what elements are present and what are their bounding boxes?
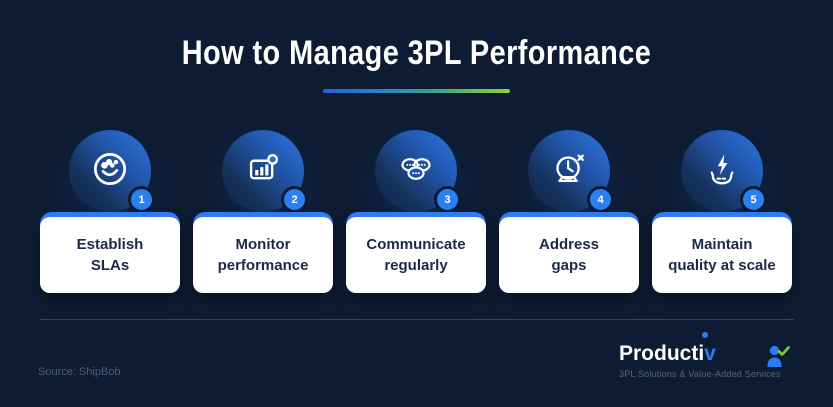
chat-bubbles-icon — [394, 147, 438, 196]
energy-hand-icon — [700, 147, 744, 196]
productiv-logo: Productiv — [619, 342, 716, 366]
title-underline-gradient — [323, 89, 510, 93]
step-column-1: 1 Establish SLAs — [40, 130, 180, 295]
step-card: Establish SLAs — [40, 212, 180, 293]
step-1-icon-circle — [69, 130, 151, 212]
logo-tagline: 3PL Solutions & Value-Added Services — [619, 369, 781, 379]
step-number-badge: 1 — [128, 186, 155, 213]
step-number-badge: 4 — [587, 186, 614, 213]
page-title: How to Manage 3PL Performance — [181, 34, 652, 72]
footer-divider — [40, 319, 794, 320]
clock-gap-icon — [547, 147, 591, 196]
step-card: Monitor performance — [193, 212, 333, 293]
bar-chart-icon — [241, 147, 285, 196]
person-check-icon — [764, 341, 796, 373]
step-column-2: 2 Monitor performance — [193, 130, 333, 295]
logo-dot-icon — [702, 332, 708, 338]
step-label: Monitor performance — [193, 217, 333, 293]
step-column-3: 3 Communicate regularly — [346, 130, 486, 295]
step-label: Establish SLAs — [40, 217, 180, 293]
step-column-5: 5 Maintain quality at scale — [652, 130, 792, 295]
step-number-badge: 3 — [434, 186, 461, 213]
step-card: Maintain quality at scale — [652, 212, 792, 293]
step-number-badge: 5 — [740, 186, 767, 213]
step-label: Address gaps — [499, 217, 639, 293]
source-credit: Source: ShipBob — [38, 366, 121, 378]
step-card: Address gaps — [499, 212, 639, 293]
step-label: Maintain quality at scale — [652, 217, 792, 293]
step-label: Communicate regularly — [346, 217, 486, 293]
step-number-badge: 2 — [281, 186, 308, 213]
logo-text: Producti — [619, 342, 705, 365]
logo-v-accent: v — [704, 342, 716, 365]
step-card: Communicate regularly — [346, 212, 486, 293]
step-column-4: 4 Address gaps — [499, 130, 639, 295]
handshake-seal-icon — [88, 147, 132, 196]
